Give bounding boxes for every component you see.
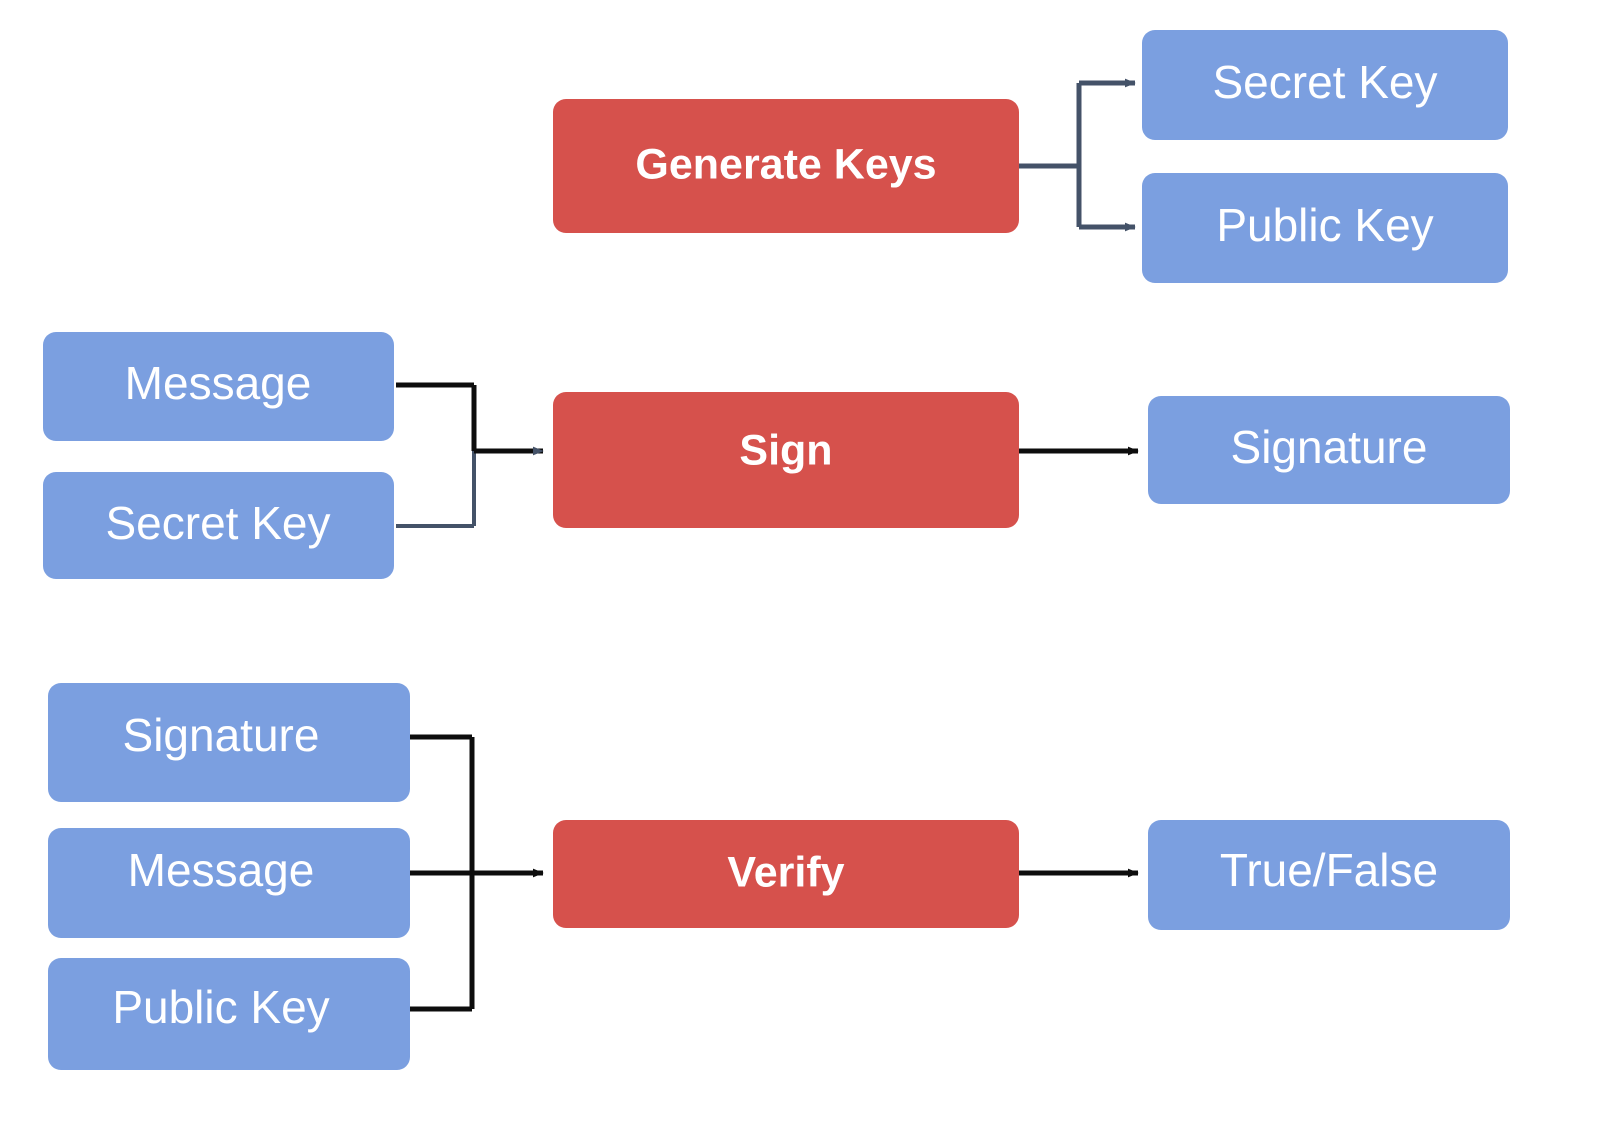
sign-box[interactable] [553, 392, 1019, 528]
node-message-sign-input[interactable]: Message [43, 332, 394, 441]
public-key-verify-input-label: Public Key [112, 981, 329, 1033]
group-verify: Signature Message Public Key Verify True… [48, 683, 1510, 1070]
node-signature-output[interactable]: Signature [1148, 396, 1510, 504]
public-key-output-label: Public Key [1216, 199, 1433, 251]
sign-label: Sign [739, 426, 832, 474]
secret-key-sign-input-label: Secret Key [106, 497, 331, 549]
signature-verify-input-box[interactable] [48, 683, 410, 802]
signature-output-box[interactable] [1148, 396, 1510, 504]
node-sign[interactable]: Sign [553, 392, 1019, 528]
node-generate-keys[interactable]: Generate Keys [553, 99, 1019, 233]
node-public-key-verify-input[interactable]: Public Key [48, 958, 410, 1070]
message-sign-input-label: Message [125, 357, 312, 409]
node-message-verify-input[interactable]: Message [48, 828, 410, 938]
generate-keys-box[interactable] [553, 99, 1019, 233]
connector-verify-inputs [400, 734, 544, 1012]
node-secret-key-sign-input[interactable]: Secret Key [43, 472, 394, 579]
connector-generate-keys-outputs [1018, 78, 1136, 232]
connector-sign-inputs [396, 382, 544, 528]
verify-box[interactable] [553, 820, 1019, 928]
verify-label: Verify [727, 848, 844, 896]
node-public-key-output[interactable]: Public Key [1142, 173, 1508, 283]
group-generate-keys: Generate Keys Secret Key Public Key [553, 30, 1508, 283]
secret-key-sign-input-box[interactable] [43, 472, 394, 579]
node-signature-verify-input[interactable]: Signature [48, 683, 410, 802]
node-secret-key-output[interactable]: Secret Key [1142, 30, 1508, 140]
group-sign: Message Secret Key Sign Signature [43, 332, 1510, 579]
true-false-output-box[interactable] [1148, 820, 1510, 930]
secret-key-output-label: Secret Key [1213, 56, 1438, 108]
public-key-output-box[interactable] [1142, 173, 1508, 283]
public-key-verify-input-box[interactable] [48, 958, 410, 1070]
message-verify-input-label: Message [128, 844, 315, 896]
true-false-output-label: True/False [1220, 844, 1438, 896]
node-verify[interactable]: Verify [553, 820, 1019, 928]
message-sign-input-box[interactable] [43, 332, 394, 441]
generate-keys-label: Generate Keys [635, 140, 936, 188]
message-verify-input-box[interactable] [48, 828, 410, 938]
node-true-false-output[interactable]: True/False [1148, 820, 1510, 930]
signature-verify-input-label: Signature [123, 709, 320, 761]
signature-output-label: Signature [1231, 421, 1428, 473]
secret-key-output-box[interactable] [1142, 30, 1508, 140]
